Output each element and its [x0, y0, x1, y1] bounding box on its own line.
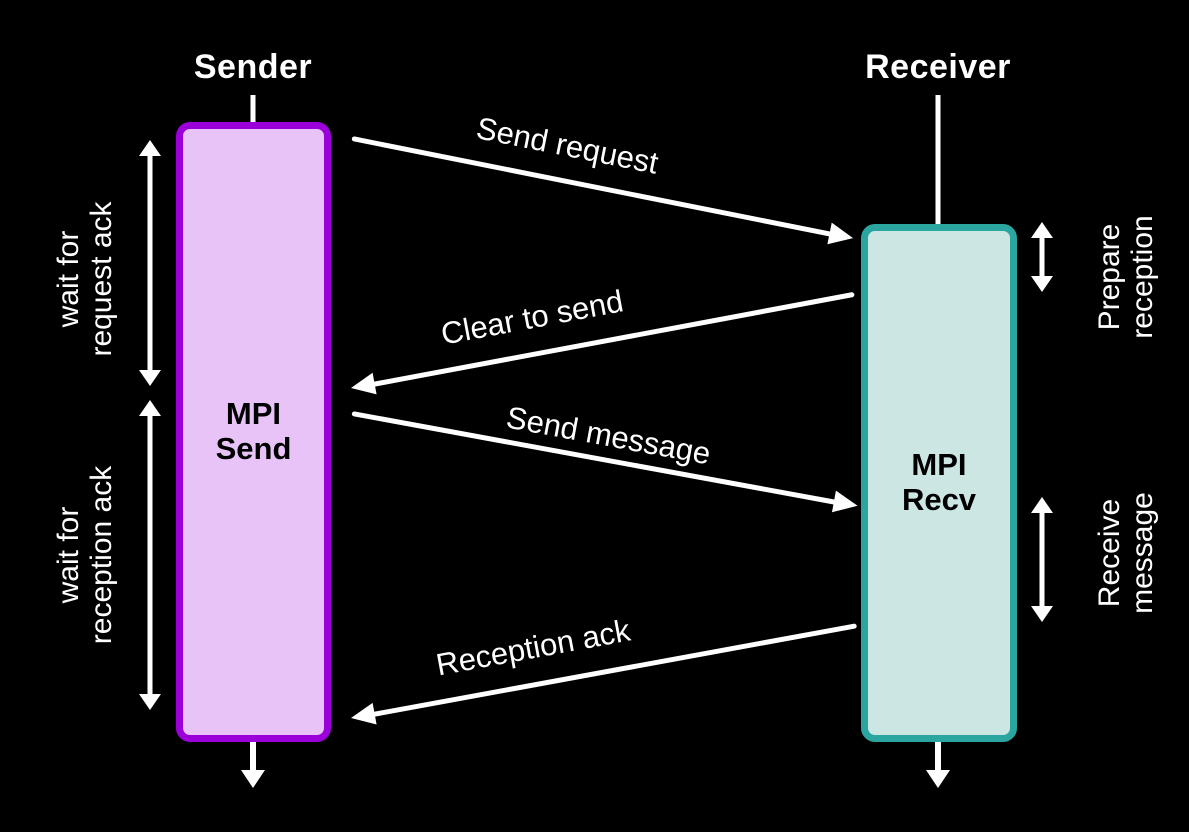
arrow-head-icon — [827, 222, 856, 249]
annotation-prepare-reception: Prepare reception — [1093, 215, 1159, 339]
receiver-lifeline-top — [935, 95, 941, 227]
receiver-title: Receiver — [865, 48, 1011, 86]
arrow-head-up-icon — [139, 400, 161, 416]
sender-lifeline-end-arrow — [241, 742, 265, 788]
sender-box-label: MPI Send — [215, 396, 292, 466]
span-arrow-wait-for-request-ack — [139, 140, 161, 386]
sender-title: Sender — [193, 48, 313, 86]
arrow-head-icon — [926, 770, 950, 788]
arrow-head-down-icon — [139, 370, 161, 386]
message-label-send-request: Send request — [473, 110, 662, 181]
arrow-shaft — [147, 153, 153, 373]
arrow-head-icon — [831, 490, 860, 517]
arrow-shaft — [1039, 510, 1045, 609]
span-arrow-prepare-reception — [1031, 222, 1053, 292]
arrow-head-icon — [348, 372, 377, 399]
arrow-head-icon — [349, 702, 377, 729]
arrow-shaft — [1039, 235, 1045, 279]
arrow-head-down-icon — [139, 694, 161, 710]
arrow-head-up-icon — [1031, 497, 1053, 513]
sender-lifeline-top — [250, 95, 256, 125]
arrow-head-up-icon — [139, 140, 161, 156]
arrow-shaft — [250, 742, 256, 774]
span-arrow-receive-message — [1031, 497, 1053, 622]
arrow-shaft — [147, 413, 153, 697]
arrow-head-down-icon — [1031, 276, 1053, 292]
arrow-shaft — [935, 742, 941, 774]
arrow-head-down-icon — [1031, 606, 1053, 622]
receiver-lifeline-end-arrow — [926, 742, 950, 788]
receiver-box-label: MPI Recv — [901, 447, 977, 517]
annotation-wait-for-reception-ack: wait for reception ack — [52, 465, 118, 645]
annotation-wait-for-request-ack: wait for request ack — [52, 201, 118, 357]
arrow-head-up-icon — [1031, 222, 1053, 238]
annotation-receive-message: Receive message — [1093, 492, 1159, 614]
receiver-activation-box: MPI Recv — [861, 224, 1017, 742]
span-arrow-wait-for-reception-ack — [139, 400, 161, 710]
sender-activation-box: MPI Send — [176, 122, 331, 742]
arrow-head-icon — [241, 770, 265, 788]
